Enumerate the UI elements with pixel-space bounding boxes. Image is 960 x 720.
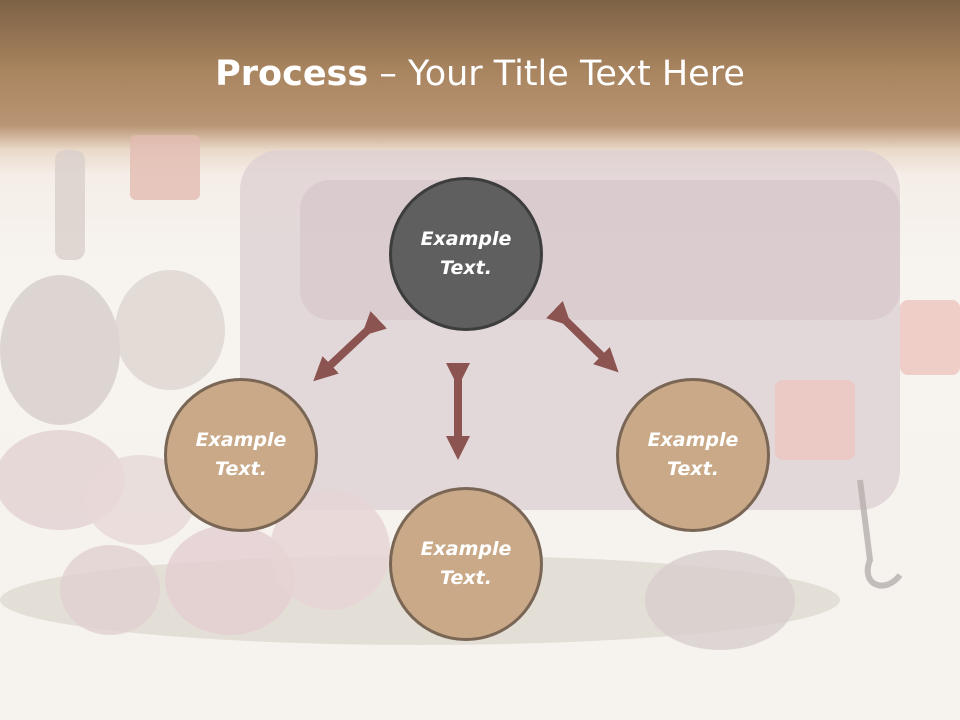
- process-node-left: Example Text.: [164, 378, 318, 532]
- arrow-top-left: [313, 311, 387, 382]
- process-node-top: Example Text.: [389, 177, 543, 331]
- arrow-top-right: [546, 301, 619, 373]
- process-node-bottom: Example Text.: [389, 487, 543, 641]
- node-top-label: Example Text.: [420, 228, 512, 279]
- node-left-label: Example Text.: [195, 429, 287, 480]
- title-bold: Process: [215, 54, 369, 94]
- title-rest: – Your Title Text Here: [368, 54, 745, 94]
- slide-title: Process – Your Title Text Here: [0, 52, 960, 96]
- node-bottom-label: Example Text.: [420, 538, 512, 589]
- node-right-label: Example Text.: [647, 429, 739, 480]
- process-node-right: Example Text.: [616, 378, 770, 532]
